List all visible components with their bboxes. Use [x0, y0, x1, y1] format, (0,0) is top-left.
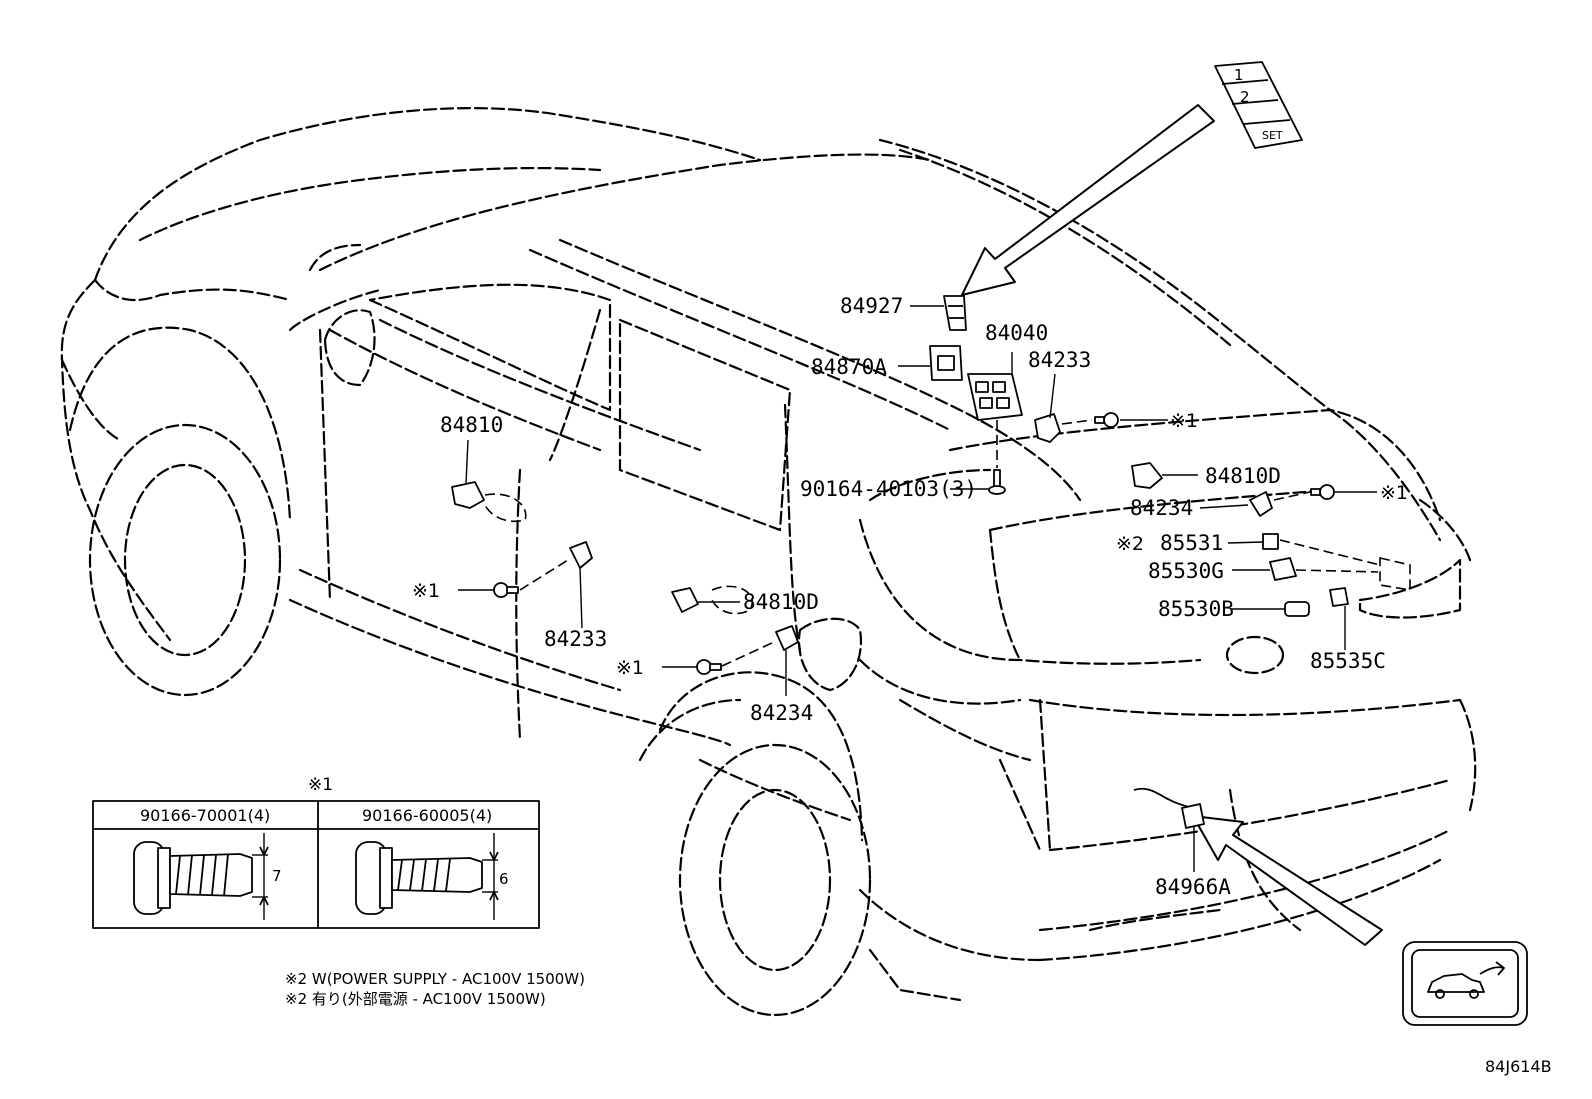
bolt-col1-dim: 7 — [272, 867, 282, 885]
label-85530G: 85530G — [1148, 559, 1224, 583]
bolt-90166-60005-icon — [355, 833, 499, 920]
back-door-button-inset — [1402, 941, 1528, 1026]
inset-button-2: 2 — [1240, 88, 1250, 106]
bracket-84233-lower-icon — [569, 541, 593, 569]
memory-switch-inset: 1 2 SET — [1214, 61, 1303, 149]
bolt-col2-dim: 6 — [499, 870, 509, 888]
bolt-90166-70001-icon — [133, 833, 269, 920]
label-90164-40103: 90164-40103(3) — [800, 477, 977, 501]
bracket-84234-right-icon — [1249, 491, 1273, 517]
marker-1-upper: ※1 — [1170, 410, 1198, 432]
note-line-1: ※2 W(POWER SUPPLY - AC100V 1500W) — [285, 970, 585, 988]
screw-left-door-icon — [493, 582, 519, 598]
bolt-table-title: ※1 — [308, 775, 333, 795]
connector-85531-icon — [1262, 533, 1279, 550]
switch-84810D-left-icon — [671, 587, 699, 613]
bracket-84233-upper-icon — [1034, 413, 1061, 443]
leader-lines — [458, 305, 1377, 872]
marker-2: ※2 — [1116, 533, 1144, 555]
switch-84870A-icon — [929, 345, 963, 381]
label-84233-upper: 84233 — [1028, 348, 1091, 372]
label-84234-right: 84234 — [1130, 496, 1193, 520]
callout-arrow-upper — [961, 104, 1215, 296]
vehicle-outline — [60, 107, 1477, 1017]
cap-85535C-icon — [1329, 587, 1349, 607]
marker-1-right: ※1 — [1380, 482, 1408, 504]
inset-button-1: 1 — [1234, 66, 1244, 84]
screw-90164-icon — [988, 469, 1006, 495]
label-84870A: 84870A — [811, 355, 887, 379]
bracket-84234-lower-icon — [775, 625, 799, 651]
outlet-panel — [1379, 556, 1411, 591]
label-85531: 85531 — [1160, 531, 1223, 555]
label-84040: 84040 — [985, 321, 1048, 345]
label-84234-lower: 84234 — [750, 701, 813, 725]
switch-84810D-right-icon — [1131, 462, 1163, 489]
assembly-lines — [519, 419, 1381, 667]
screw-upper-icon — [1094, 412, 1119, 428]
screw-right-icon — [1310, 484, 1335, 500]
callout-arrow-lower — [1192, 815, 1383, 946]
label-84810D-left: 84810D — [743, 590, 819, 614]
label-85530B: 85530B — [1158, 597, 1234, 621]
bolt-col1-header: 90166-70001(4) — [140, 806, 270, 825]
switch-84040-icon — [967, 373, 1023, 421]
switch-84966A-icon — [1133, 787, 1205, 829]
label-84233-lower: 84233 — [544, 627, 607, 651]
label-85535C: 85535C — [1310, 649, 1386, 673]
plug-85530B-icon — [1284, 601, 1310, 617]
car-back-door-icon — [1427, 961, 1505, 999]
diagram-code: 84J614B — [1485, 1057, 1552, 1076]
screw-lower-icon — [696, 659, 722, 675]
label-84966A: 84966A — [1155, 875, 1231, 899]
bolt-col2-header: 90166-60005(4) — [362, 806, 492, 825]
switch-84810-icon — [451, 481, 485, 509]
label-84810D-right: 84810D — [1205, 464, 1281, 488]
socket-85530G-icon — [1269, 557, 1297, 581]
label-84927: 84927 — [840, 294, 903, 318]
note-line-2: ※2 有り(外部電源 - AC100V 1500W) — [285, 990, 546, 1008]
switch-84927-icon — [943, 295, 967, 331]
marker-1-left: ※1 — [412, 580, 440, 602]
marker-1-lower: ※1 — [616, 657, 644, 679]
bolt-table: ※1 90166-70001(4) 90166-60005(4) 7 — [92, 775, 540, 929]
inset-button-set: SET — [1262, 129, 1283, 142]
label-84810: 84810 — [440, 413, 503, 437]
